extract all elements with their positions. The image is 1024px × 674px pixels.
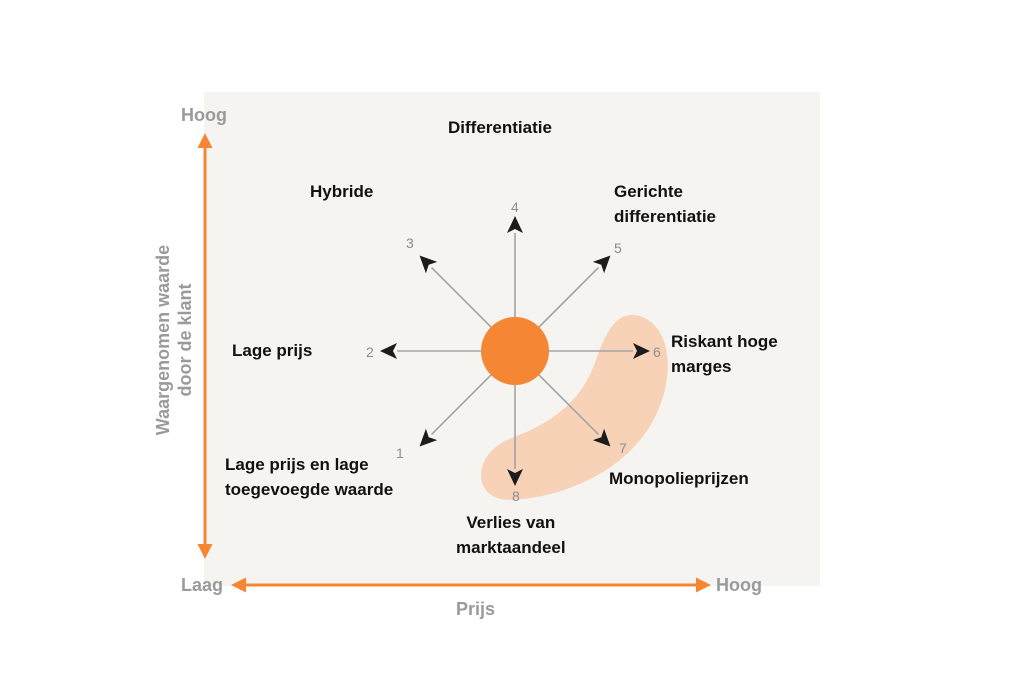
risk-zone-highlight — [480, 315, 668, 500]
strategy-arrowhead-1 — [419, 428, 438, 447]
strategy-arrowhead-4 — [507, 216, 523, 233]
strategy-label-7: Monopolieprijzen — [609, 466, 749, 491]
strategy-number-4: 4 — [511, 199, 519, 215]
strategy-label-1-line-1: Lage prijs en lage — [225, 455, 369, 474]
strategy-label-3: Hybride — [310, 179, 373, 204]
strategy-number-3: 3 — [406, 235, 414, 251]
y-axis-title-line-1: Waargenomen waarde — [153, 244, 173, 436]
x-axis-high-label: Hoog — [716, 575, 762, 595]
strategy-label-6-line-2: marges — [671, 357, 732, 376]
strategy-number-2: 2 — [366, 344, 374, 360]
strategy-label-4-line-1: Differentiatie — [448, 118, 552, 137]
strategy-arrowhead-2 — [380, 343, 397, 359]
strategy-label-1-line-2: toegevoegde waarde — [225, 480, 394, 499]
strategy-number-6: 6 — [653, 344, 661, 360]
y-axis-high-label: Hoog — [181, 105, 227, 125]
strategy-label-2: Lage prijs — [232, 338, 312, 363]
x-axis-title: Prijs — [456, 599, 496, 619]
y-axis-title-line-2: door de klant — [175, 283, 195, 397]
y-axis-title: Waargenomen waarde door de klant — [152, 220, 196, 460]
strategy-arrowhead-7 — [592, 428, 611, 447]
strategy-label-2-line-1: Lage prijs — [232, 341, 313, 360]
center-circle — [481, 317, 549, 385]
strategy-arrowhead-8 — [507, 469, 523, 486]
strategy-arrowhead-5 — [592, 255, 611, 274]
strategy-label-8-line-2: marktaandeel — [456, 538, 566, 557]
strategy-label-6: Riskant hoge marges — [671, 329, 778, 379]
strategy-arrowhead-3 — [419, 255, 438, 274]
strategy-label-5: Gerichte differentiatie — [614, 179, 716, 229]
strategy-label-4: Differentiatie — [448, 115, 552, 140]
strategy-label-8-line-1: Verlies van — [466, 513, 556, 532]
strategy-number-1: 1 — [396, 445, 404, 461]
strategy-number-8: 8 — [512, 488, 520, 504]
strategy-label-7-line-1: Monopolieprijzen — [609, 469, 749, 488]
strategy-label-1: Lage prijs en lage toegevoegde waarde — [225, 452, 393, 502]
strategy-label-5-line-1: Gerichte — [614, 182, 683, 201]
strategy-label-6-line-1: Riskant hoge — [671, 332, 778, 351]
x-axis-low-label: Laag — [181, 575, 224, 595]
strategy-number-5: 5 — [614, 240, 622, 256]
strategy-label-3-line-1: Hybride — [310, 182, 374, 201]
strategy-label-5-line-2: differentiatie — [614, 207, 717, 226]
strategy-number-7: 7 — [619, 440, 627, 456]
strategy-label-8: Verlies van marktaandeel — [456, 510, 566, 560]
strategy-arrowhead-6 — [633, 343, 650, 359]
